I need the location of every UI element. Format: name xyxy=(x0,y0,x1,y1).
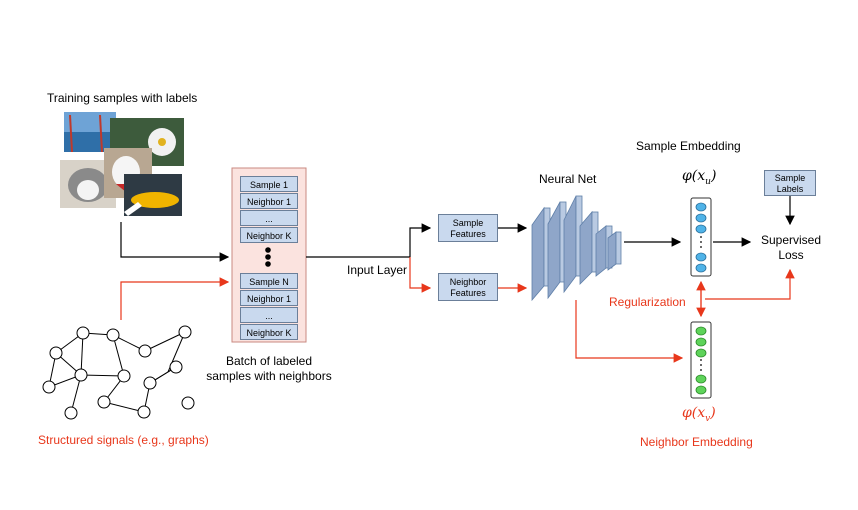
neighbor-features-line1: Neighbor xyxy=(449,277,487,287)
sample-embedding-nodes xyxy=(695,202,707,273)
batch-ellipsis-dot xyxy=(265,254,271,260)
images-to-batch-arrow xyxy=(120,222,230,262)
sample-embedding-formula: φ(xu) xyxy=(682,168,717,187)
regularization-label: Regularization xyxy=(609,295,686,309)
batch-cell-sample-n: Sample N xyxy=(240,273,298,289)
batch-cell-neighbor-k: Neighbor K xyxy=(240,324,298,340)
sample-labels-line1: Sample xyxy=(774,173,806,183)
batch-caption-line2: samples with neighbors xyxy=(206,369,332,383)
input-layer-label: Input Layer xyxy=(347,263,408,277)
input-to-neighbor-features-arrow xyxy=(409,257,432,293)
neural-net-shape xyxy=(531,195,622,302)
graph-to-batch-arrow xyxy=(120,277,230,320)
batch-cell-sample-1: Sample 1 xyxy=(240,176,298,192)
batch-cell-ellipsis: ... xyxy=(240,307,298,323)
batch-cell-neighbor-k: Neighbor K xyxy=(240,227,298,243)
neighbor-embedding-title: Neighbor Embedding xyxy=(640,435,753,449)
supervised-loss-line1: Supervised xyxy=(760,233,822,247)
regularization-to-loss-arrow xyxy=(705,268,795,300)
input-to-sample-features-arrow xyxy=(409,223,432,257)
sample-embedding-title: Sample Embedding xyxy=(636,139,741,153)
batch-caption-line1: Batch of labeled xyxy=(225,354,313,368)
neighbor-features-box: Neighbor Features xyxy=(438,273,498,301)
batch-ellipsis-dot xyxy=(265,247,271,253)
net-to-neighbor-embedding-arrow xyxy=(575,300,684,363)
neural-net-label: Neural Net xyxy=(539,172,597,186)
sample-features-line1: Sample xyxy=(452,218,484,228)
training-images xyxy=(60,112,184,216)
sample-features-line2: Features xyxy=(450,229,486,239)
batch-cell-neighbor-1: Neighbor 1 xyxy=(240,193,298,209)
sample-labels-box: Sample Labels xyxy=(764,170,816,196)
neighbor-embedding-formula: φ(xv) xyxy=(682,405,716,424)
batch-cell-neighbor-1: Neighbor 1 xyxy=(240,290,298,306)
sample-labels-line2: Labels xyxy=(776,184,804,194)
neighbor-embedding-nodes xyxy=(695,326,707,395)
batch-ellipsis-dot xyxy=(265,261,271,267)
structured-signals-caption: Structured signals (e.g., graphs) xyxy=(38,433,209,447)
structured-signal-graph xyxy=(48,331,186,414)
neighbor-features-line2: Features xyxy=(450,288,486,298)
sample-features-box: Sample Features xyxy=(438,214,498,242)
graph-nodes xyxy=(42,325,195,420)
training-samples-title: Training samples with labels xyxy=(47,91,198,105)
supervised-loss-line2: Loss xyxy=(778,248,804,262)
batch-cell-ellipsis: ... xyxy=(240,210,298,226)
